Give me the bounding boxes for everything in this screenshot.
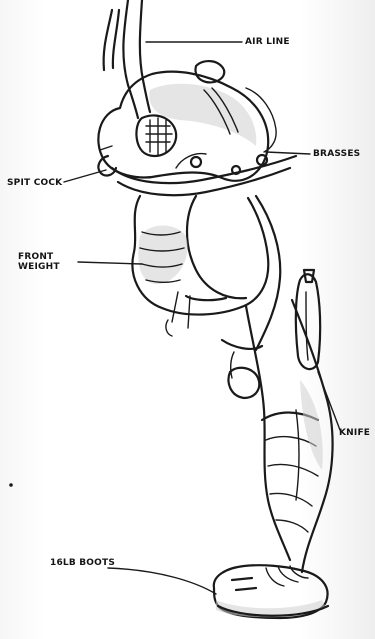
label-air-line: AIR LINE bbox=[245, 37, 290, 47]
page-speck bbox=[9, 483, 13, 487]
label-spit-cock: SPIT COCK bbox=[7, 178, 62, 188]
label-brasses: BRASSES bbox=[313, 149, 360, 159]
leader-spit-cock bbox=[64, 170, 106, 182]
label-knife: KNIFE bbox=[339, 428, 370, 438]
air-line-hose bbox=[104, 0, 150, 118]
helmet bbox=[98, 61, 276, 181]
leader-brasses bbox=[266, 152, 310, 154]
brasses bbox=[112, 154, 296, 196]
label-front-weight: FRONT WEIGHT bbox=[18, 252, 78, 272]
label-boots: 16LB BOOTS bbox=[50, 558, 115, 568]
boots bbox=[214, 565, 328, 618]
leader-boots bbox=[108, 568, 216, 594]
leader-knife bbox=[318, 372, 340, 430]
